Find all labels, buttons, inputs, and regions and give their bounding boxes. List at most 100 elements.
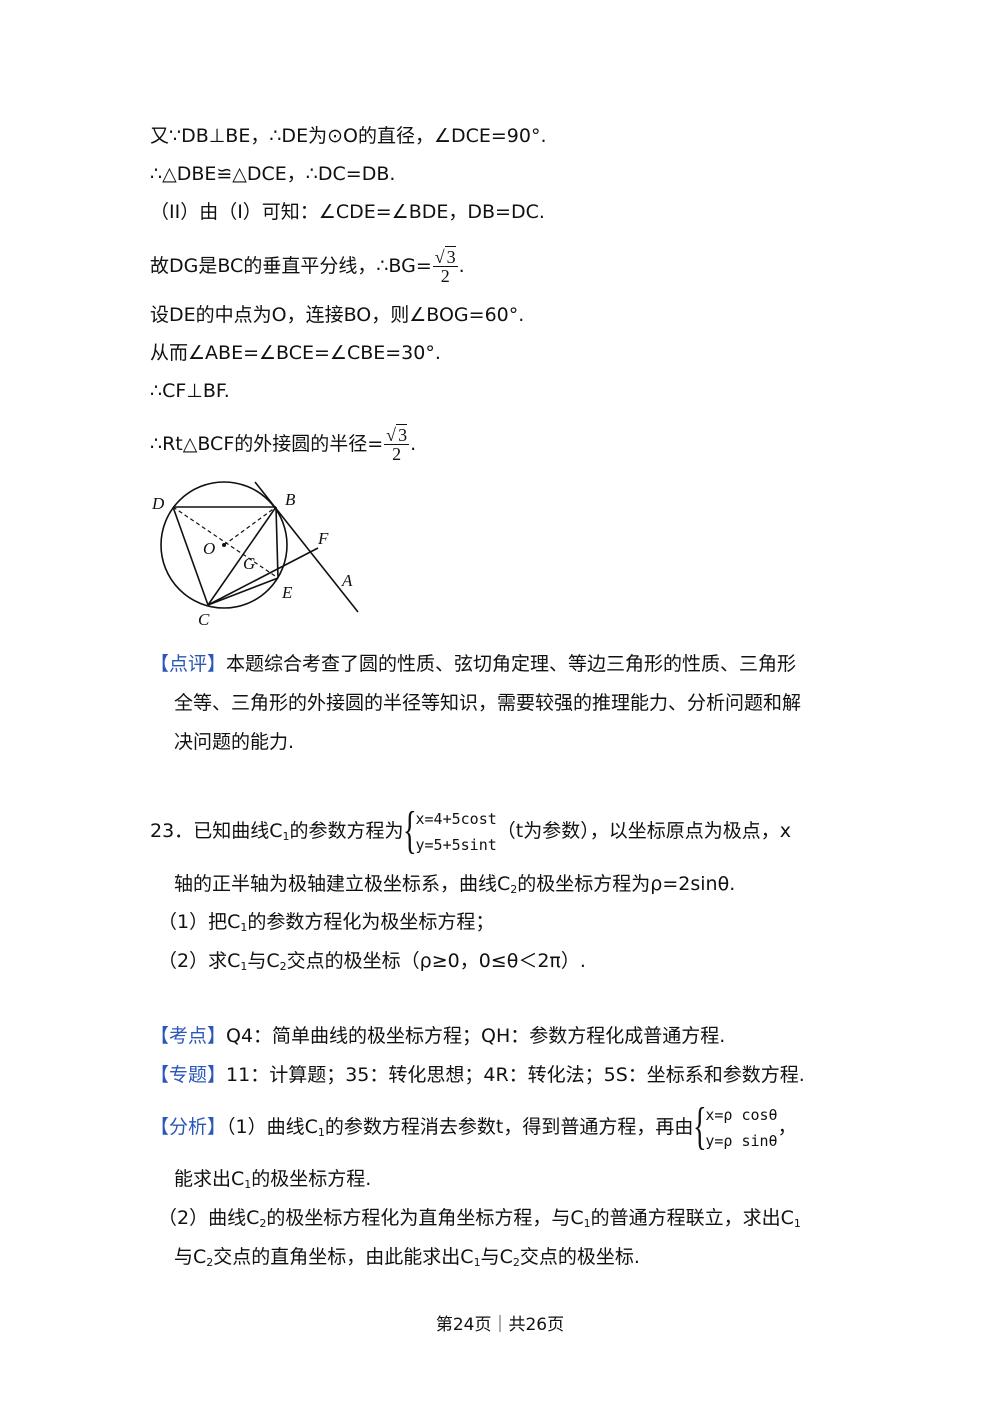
- page-footer: 第24页｜共26页: [435, 1315, 565, 1335]
- line-8-text: ∴Rt△BCF的外接圆的半径=: [150, 433, 384, 455]
- fenxi-l: 交点的极坐标.: [519, 1246, 640, 1268]
- comment-text-1: 本题综合考查了圆的性质、弦切角定理、等边三角形的性质、三角形: [226, 653, 797, 675]
- chord-ce: [207, 577, 279, 606]
- denominator: 2: [440, 266, 450, 286]
- center-dot: [222, 543, 226, 547]
- fenxi-c: ，: [777, 1116, 797, 1138]
- fenxi-j: 交点的直角坐标，由此能求出C: [213, 1246, 474, 1268]
- question-23-part-2: （2）求C1与C2交点的极坐标（ρ≥0，0≤θ＜2π）.: [158, 948, 586, 980]
- fenxi-b: 的参数方程消去参数t，得到普通方程，再由: [324, 1116, 694, 1138]
- label-g: G: [243, 554, 255, 573]
- q23-line2-a: 轴的正半轴为极轴建立极坐标系，曲线C: [174, 873, 511, 895]
- solution-line-5: 设DE的中点为O，连接BO，则∠BOG=60°.: [150, 304, 525, 326]
- comment-line-2: 全等、三角形的外接圆的半径等知识，需要较强的推理能力、分析问题和解: [174, 692, 802, 714]
- subscript: 1: [793, 1217, 801, 1230]
- segment-ob: [223, 506, 277, 546]
- subscript: 2: [512, 1256, 520, 1269]
- subscript: 1: [282, 830, 290, 843]
- subscript: 1: [583, 1217, 591, 1230]
- fenxi-d: 能求出C: [174, 1168, 245, 1190]
- q23-text-a: 已知曲线C: [193, 820, 283, 842]
- radicand: 3: [396, 424, 408, 445]
- subscript: 2: [259, 1217, 267, 1230]
- solution-line-6: 从而∠ABE=∠BCE=∠CBE=30°.: [150, 342, 441, 364]
- tangent-line: [254, 481, 359, 613]
- question-number: 23．: [150, 820, 194, 842]
- zhuanti-line: 【专题】11：计算题；35：转化思想；4R：转化法；5S：坐标系和参数方程.: [150, 1062, 805, 1088]
- fenxi-i: 与C: [174, 1246, 207, 1268]
- fenxi-k: 与C: [480, 1246, 513, 1268]
- label-b: B: [285, 490, 296, 509]
- fenxi-line-3: （2）曲线C2的极坐标方程化为直角坐标方程，与C1的普通方程联立，求出C1: [158, 1205, 801, 1237]
- fenxi-line-1: 【分析】（1）曲线C1的参数方程消去参数t，得到普通方程，再由{x=ρ cosθ…: [150, 1097, 797, 1159]
- radicand: 3: [444, 246, 456, 267]
- zhuanti-text: 11：计算题；35：转化思想；4R：转化法；5S：坐标系和参数方程.: [226, 1064, 805, 1086]
- fenxi-tag: 【分析】: [150, 1116, 227, 1138]
- fenxi-g: 的极坐标方程化为直角坐标方程，与C: [266, 1207, 584, 1229]
- chord-dc: [172, 506, 209, 606]
- chord-be: [275, 506, 279, 579]
- q23-text-c: （t为参数），以坐标原点为极点，x: [496, 820, 791, 842]
- comment-line-1: 【点评】本题综合考查了圆的性质、弦切角定理、等边三角形的性质、三角形: [150, 651, 796, 677]
- subscript: 1: [473, 1256, 481, 1269]
- part1-a: （1）把C: [158, 911, 241, 933]
- segment-cf: [207, 547, 319, 606]
- fenxi-line-2: 能求出C1的极坐标方程.: [174, 1166, 371, 1198]
- kaodian-text: Q4：简单曲线的极坐标方程；QH：参数方程化成普通方程.: [226, 1025, 726, 1047]
- label-c: C: [198, 610, 210, 628]
- part2-c: 交点的极坐标（ρ≥0，0≤θ＜2π）.: [286, 950, 586, 972]
- subscript: 1: [240, 921, 248, 934]
- kaodian-line: 【考点】Q4：简单曲线的极坐标方程；QH：参数方程化成普通方程.: [150, 1023, 725, 1049]
- label-o: O: [203, 539, 215, 558]
- line-4-end: .: [458, 255, 465, 277]
- polar-y: y=ρ sinθ: [705, 1131, 778, 1150]
- q23-text-b: 的参数方程为: [289, 820, 404, 842]
- subscript: 2: [206, 1256, 214, 1269]
- circle-o: [160, 481, 288, 609]
- subscript: 2: [279, 960, 287, 973]
- question-23-part-1: （1）把C1的参数方程化为极坐标方程；: [158, 909, 494, 941]
- solution-line-1: 又∵DB⊥BE，∴DE为⊙O的直径，∠DCE=90°.: [150, 125, 547, 147]
- label-a: A: [341, 571, 353, 590]
- solution-line-2: ∴△DBE≌△DCE，∴DC=DB.: [150, 163, 396, 185]
- geometry-figure: D B O F G A E C: [151, 481, 359, 628]
- question-23-line-2: 轴的正半轴为极轴建立极坐标系，曲线C2的极坐标方程为ρ=2sinθ.: [174, 871, 735, 903]
- solution-line-7: ∴CF⊥BF.: [150, 380, 230, 402]
- label-f: F: [317, 529, 329, 548]
- chord-bc: [207, 506, 277, 606]
- comment-line-3: 决问题的能力.: [174, 731, 295, 753]
- fenxi-line-4: 与C2交点的直角坐标，由此能求出C1与C2交点的极坐标.: [174, 1244, 640, 1276]
- diameter-de: [172, 506, 279, 579]
- subscript: 2: [510, 883, 518, 896]
- label-e: E: [281, 583, 293, 602]
- kaodian-tag: 【考点】: [150, 1025, 227, 1047]
- denominator: 2: [392, 444, 402, 464]
- part2-a: （2）求C: [158, 950, 241, 972]
- q23-line2-b: 的极坐标方程为ρ=2sinθ.: [517, 873, 736, 895]
- comment-tag: 【点评】: [150, 653, 227, 675]
- fenxi-e: 的极坐标方程.: [251, 1168, 372, 1190]
- sqrt-sign: √: [434, 247, 445, 267]
- label-d: D: [151, 494, 165, 513]
- system-y: y=5+5sint: [415, 835, 497, 854]
- fenxi-f: （2）曲线C: [158, 1207, 260, 1229]
- part1-b: 的参数方程化为极坐标方程；: [247, 911, 495, 933]
- solution-line-3: （II）由（I）可知：∠CDE=∠BDE，DB=DC.: [150, 201, 545, 223]
- subscript: 1: [244, 1178, 252, 1191]
- fenxi-a: （1）曲线C: [226, 1116, 318, 1138]
- line-4-text: 故DG是BC的垂直平分线，∴BG=: [150, 255, 432, 277]
- system-x: x=4+5cost: [415, 809, 497, 828]
- fenxi-h: 的普通方程联立，求出C: [590, 1207, 794, 1229]
- zhuanti-tag: 【专题】: [150, 1064, 227, 1086]
- subscript: 1: [240, 960, 248, 973]
- line-8-end: .: [410, 433, 417, 455]
- polar-x: x=ρ cosθ: [705, 1105, 778, 1124]
- subscript: 1: [317, 1126, 325, 1139]
